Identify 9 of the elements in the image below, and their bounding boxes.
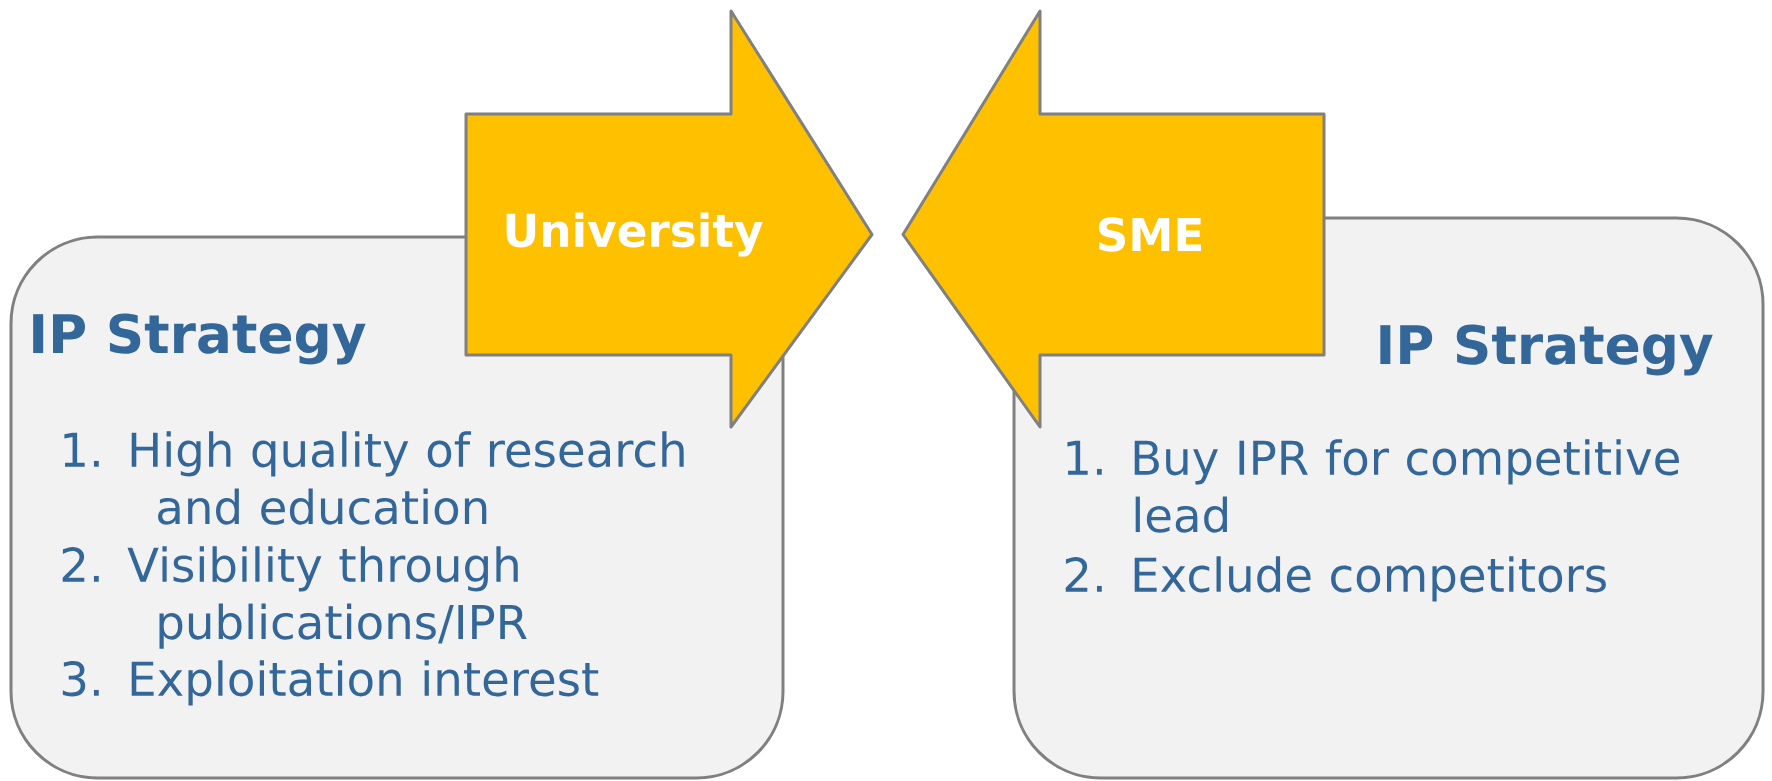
list-item: 2. Visibility through publications/IPR: [62, 546, 527, 649]
pointed-banner: University: [464, 9, 874, 429]
list-item: 1. Buy IPR for competitive lead: [1067, 439, 1679, 533]
heading: IP Strategy: [33, 313, 366, 365]
list-item: 1. High quality of research and education: [64, 431, 684, 525]
pointed-banner: SME: [901, 9, 1326, 429]
list-item: 3. Exploitation interest: [62, 660, 599, 706]
heading: IP Strategy: [1380, 324, 1713, 376]
list-item: 2. Exclude competitors: [1065, 556, 1606, 602]
